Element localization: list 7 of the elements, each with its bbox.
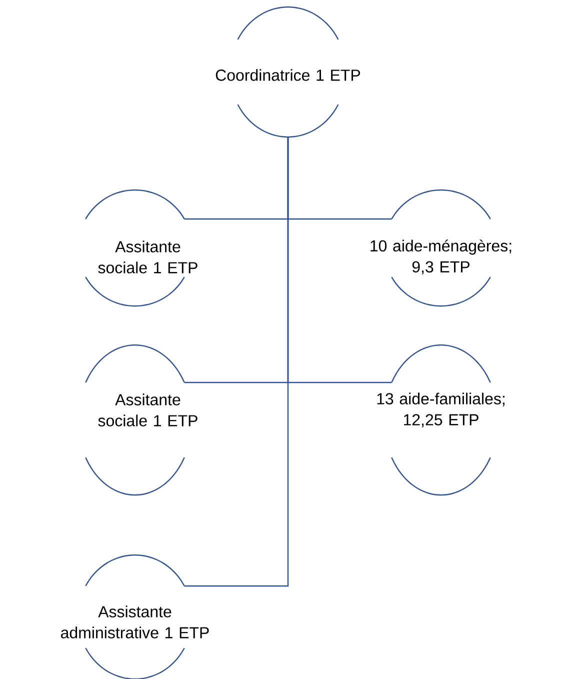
circle-frame-node: Assistante administrative 1 ETP	[60, 554, 209, 679]
connector	[184, 137, 289, 587]
circle-frame-node: Assitante sociale 1 ETP	[85, 189, 198, 307]
circle-frame-node: 13 aide-familiales; 12,25 ETP	[377, 344, 504, 496]
circle-frame-node: 10 aide-ménagères; 9,3 ETP	[370, 189, 512, 307]
circle-frame-node: Assitante sociale 1 ETP	[85, 344, 198, 496]
circle-frame-node: Coordinatrice 1 ETP	[216, 6, 360, 138]
